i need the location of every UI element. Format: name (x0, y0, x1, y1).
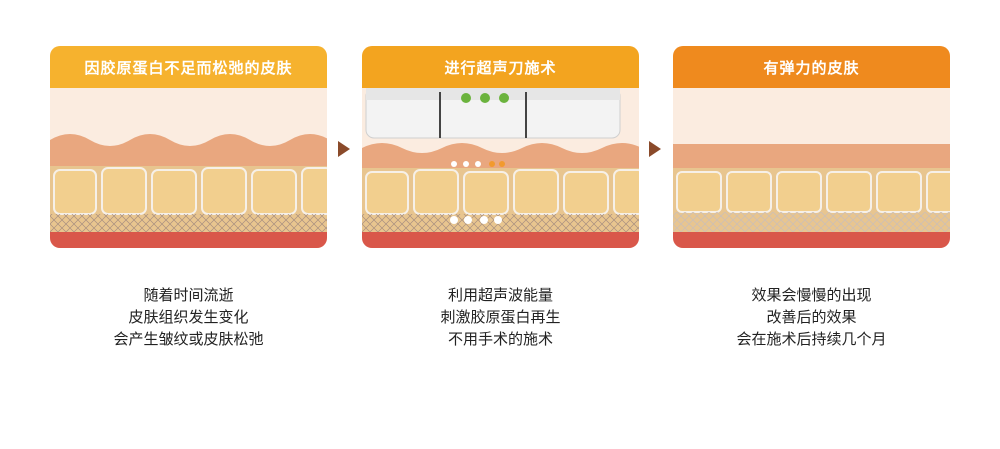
skin-layers-1 (50, 88, 327, 248)
step-caption-1: 随着时间流逝 皮肤组织发生变化 会产生皱纹或皮肤松弛 (50, 284, 327, 350)
caption-line: 会产生皱纹或皮肤松弛 (113, 330, 264, 348)
step-card-3: 有弹力的皮肤 (673, 46, 950, 248)
muscle-layer (50, 232, 327, 248)
caption-line: 皮肤组织发生变化 (128, 308, 249, 326)
wavy-epidermis (50, 134, 327, 168)
caption-line: 随着时间流逝 (143, 286, 234, 304)
smooth-epidermis (673, 144, 950, 168)
step-title-2: 进行超声刀施术 (362, 46, 639, 88)
caption-line: 不用手术的施术 (447, 330, 553, 348)
caption-line: 改善后的效果 (766, 308, 857, 326)
saggy-skin-illustration (50, 88, 327, 248)
step-caption-2: 利用超声波能量 刺激胶原蛋白再生 不用手术的施术 (362, 284, 639, 350)
skin-layers-2 (362, 88, 639, 248)
caption-line: 效果会慢慢的出现 (751, 286, 872, 304)
step-caption-3: 效果会慢慢的出现 改善后的效果 会在施术后持续几个月 (673, 284, 950, 350)
right-triangle-arrow-icon (338, 141, 350, 157)
caption-line: 会在施术后持续几个月 (736, 330, 887, 348)
step-title-1: 因胶原蛋白不足而松弛的皮肤 (50, 46, 327, 88)
ultrasound-treatment-illustration (362, 88, 639, 248)
step-title-3: 有弹力的皮肤 (673, 46, 950, 88)
firm-skin-illustration (673, 88, 950, 248)
caption-line: 刺激胶原蛋白再生 (440, 308, 561, 326)
right-triangle-arrow-icon (649, 141, 661, 157)
skin-layers-3 (673, 88, 950, 248)
step-card-1: 因胶原蛋白不足而松弛的皮肤 (50, 46, 327, 248)
caption-line: 利用超声波能量 (447, 286, 553, 304)
step-card-2: 进行超声刀施术 (362, 46, 639, 248)
ultrasound-device-icon (365, 88, 621, 139)
